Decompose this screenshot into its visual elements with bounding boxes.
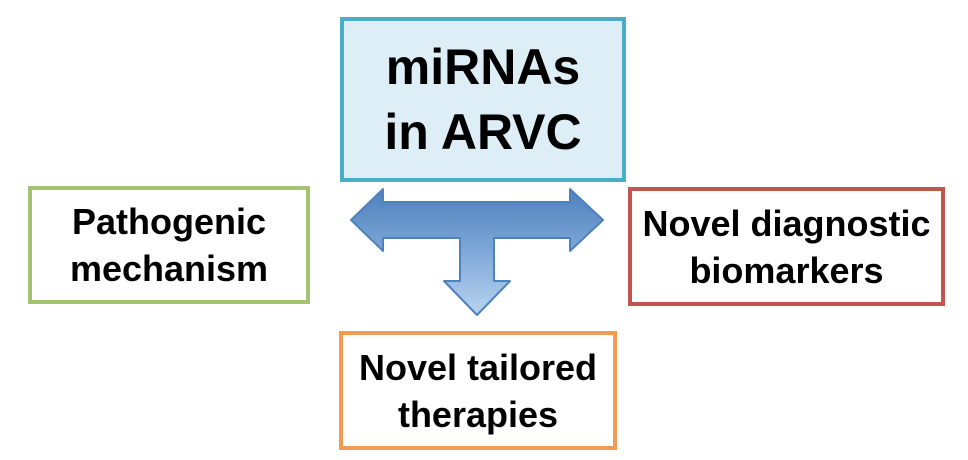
node-pathogenic-mechanism: Pathogenic mechanism	[28, 186, 310, 304]
node-label-line: miRNAs	[385, 38, 581, 95]
node-novel-diagnostic-biomarkers: Novel diagnostic biomarkers	[628, 187, 945, 306]
node-label-line: in ARVC	[384, 103, 582, 160]
node-label-line: Pathogenic	[71, 201, 267, 242]
node-label-line: Novel diagnostic	[642, 202, 931, 244]
node-label-line: Novel tailored	[358, 346, 598, 388]
node-label-line: biomarkers	[689, 249, 884, 291]
three-way-arrow	[350, 188, 604, 316]
node-novel-tailored-therapies: Novel tailored therapies	[339, 331, 617, 450]
node-mirnas-in-arvc: miRNAs in ARVC	[340, 17, 626, 182]
node-label-line: therapies	[397, 393, 559, 435]
node-label-line: mechanism	[69, 248, 269, 289]
